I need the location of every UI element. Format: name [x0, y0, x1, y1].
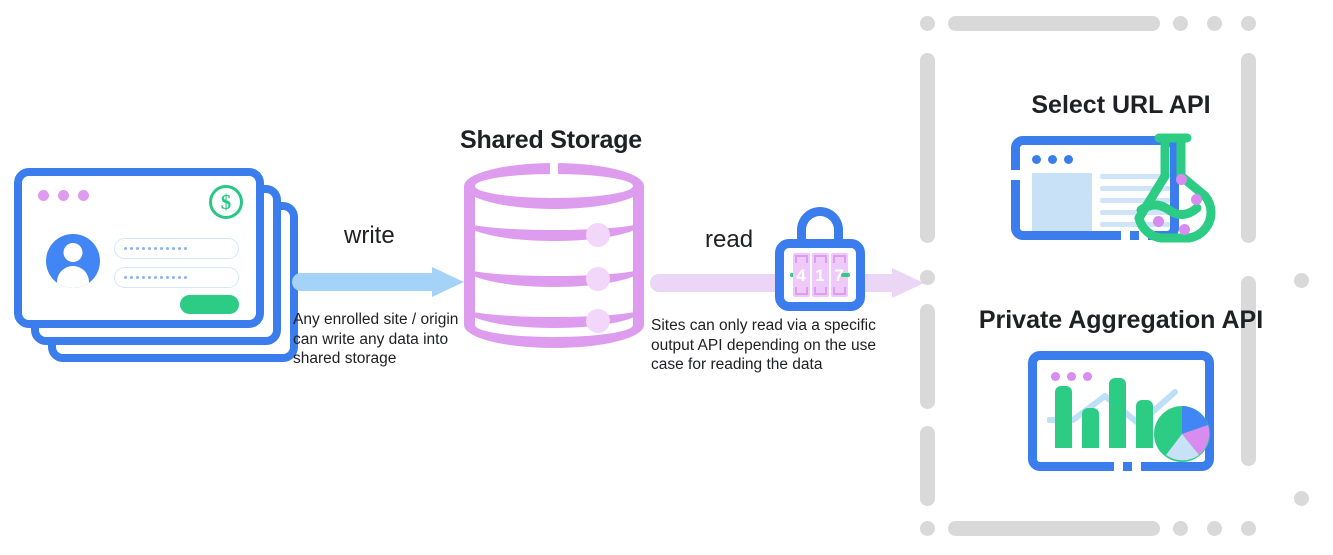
mini-window-notch-bottom-1: [1121, 231, 1130, 241]
cylinder-tier-1: [464, 201, 644, 241]
frame-dot-r-mid: [1294, 273, 1309, 288]
read-flow-group: read 4 1 7 Sites can only read via a: [650, 207, 940, 402]
submit-button[interactable]: [180, 295, 239, 314]
flask-bubble-4: [1179, 224, 1190, 235]
window-dots: [38, 190, 89, 201]
write-arrow-icon: [292, 267, 464, 297]
browser-flask-icon: [1010, 132, 1231, 244]
bar-2: [1082, 408, 1099, 448]
padlock-dash-right: [841, 273, 850, 277]
cylinder-dot-2: [586, 267, 610, 291]
read-label: read: [705, 226, 754, 253]
username-field[interactable]: [114, 238, 239, 259]
frame-bar-right-1: [1241, 53, 1256, 243]
cylinder-top-gap: [550, 161, 558, 175]
frame-dot-b1: [1173, 521, 1188, 536]
combination-padlock-icon: 4 1 7: [775, 207, 865, 319]
flask-bubble-2: [1191, 194, 1202, 205]
write-flow-group: write Any enrolled site / origin can wri…: [292, 222, 467, 397]
flask-bubble-1: [1176, 174, 1187, 185]
frame-dot-r-low: [1294, 491, 1309, 506]
dashboard-notch-1: [1114, 462, 1123, 472]
frame-bar-top: [948, 16, 1160, 31]
private-aggregation-api-title: Private Aggregation API: [978, 306, 1264, 334]
avatar-head: [63, 243, 83, 262]
content-block: [1032, 173, 1092, 231]
frame-bar-left-2: [920, 304, 935, 409]
frame-dot-b2: [1207, 521, 1222, 536]
bar-3: [1109, 378, 1126, 448]
mini-window-notch-bottom-2: [1139, 231, 1148, 241]
frame-dot-br: [1241, 521, 1256, 536]
output-apis-panel: Select URL API: [920, 6, 1322, 549]
flask-bubble-3: [1153, 216, 1164, 227]
cylinder-dot-3: [586, 309, 610, 333]
frame-dot-bl: [920, 521, 935, 536]
read-caption: Sites can only read via a specific outpu…: [651, 317, 876, 373]
cylinder-tier-2: [464, 247, 644, 287]
bar-4: [1136, 400, 1153, 448]
user-avatar-icon: [46, 234, 100, 288]
lock-dial-1: 4: [792, 253, 810, 297]
write-caption: Any enrolled site / origin can write any…: [293, 311, 459, 367]
frame-bar-right-2: [1241, 276, 1256, 466]
mini-window-dots: [1032, 155, 1073, 164]
frame-bar-left-1: [920, 53, 935, 243]
mini-browser-window: [1011, 136, 1179, 240]
window-dot-2: [58, 190, 69, 201]
write-label: write: [344, 222, 395, 249]
dashboard-notch-2: [1132, 462, 1141, 472]
padlock-body: 4 1 7: [775, 239, 865, 311]
frame-bar-left-3: [920, 426, 935, 506]
browser-charts-icon: [1028, 347, 1214, 472]
lab-flask-icon: [1134, 133, 1216, 243]
dollar-symbol: $: [220, 189, 232, 214]
lock-dial-2: 1: [811, 253, 829, 297]
bar-1: [1055, 386, 1072, 448]
cylinder-bottom: [464, 302, 644, 348]
cylinder-tier-3: [464, 288, 644, 328]
cylinder-dot-1: [586, 223, 610, 247]
shared-storage-title: Shared Storage: [460, 126, 642, 154]
padlock-shackle: [797, 207, 843, 253]
avatar-body: [57, 266, 89, 288]
frame-dot-tl: [920, 16, 935, 31]
window-edge-notch: [6, 236, 14, 252]
output-api-select-url[interactable]: Select URL API: [920, 91, 1322, 244]
mini-dashboard-window: [1028, 351, 1214, 471]
select-url-api-title: Select URL API: [1031, 91, 1211, 119]
output-api-private-aggregation[interactable]: Private Aggregation API: [920, 306, 1322, 472]
mini-window-notch-left: [1010, 170, 1020, 180]
browser-windows-stack: $: [6, 168, 304, 368]
window-dot-1: [38, 190, 49, 201]
dashboard-dots: [1051, 372, 1092, 381]
pie-chart: [1154, 406, 1210, 462]
frame-dot-tr: [1241, 16, 1256, 31]
lock-dial-3: 7: [830, 253, 848, 297]
frame-dot-t1: [1173, 16, 1188, 31]
frame-dot-t2: [1207, 16, 1222, 31]
frame-bar-bottom: [948, 521, 1160, 536]
password-field[interactable]: [114, 267, 239, 288]
browser-window-front: $: [14, 168, 264, 328]
frame-dot-left-mid: [920, 270, 935, 285]
dollar-icon: $: [209, 185, 243, 219]
database-cylinder-icon: [464, 161, 644, 348]
window-dot-3: [78, 190, 89, 201]
